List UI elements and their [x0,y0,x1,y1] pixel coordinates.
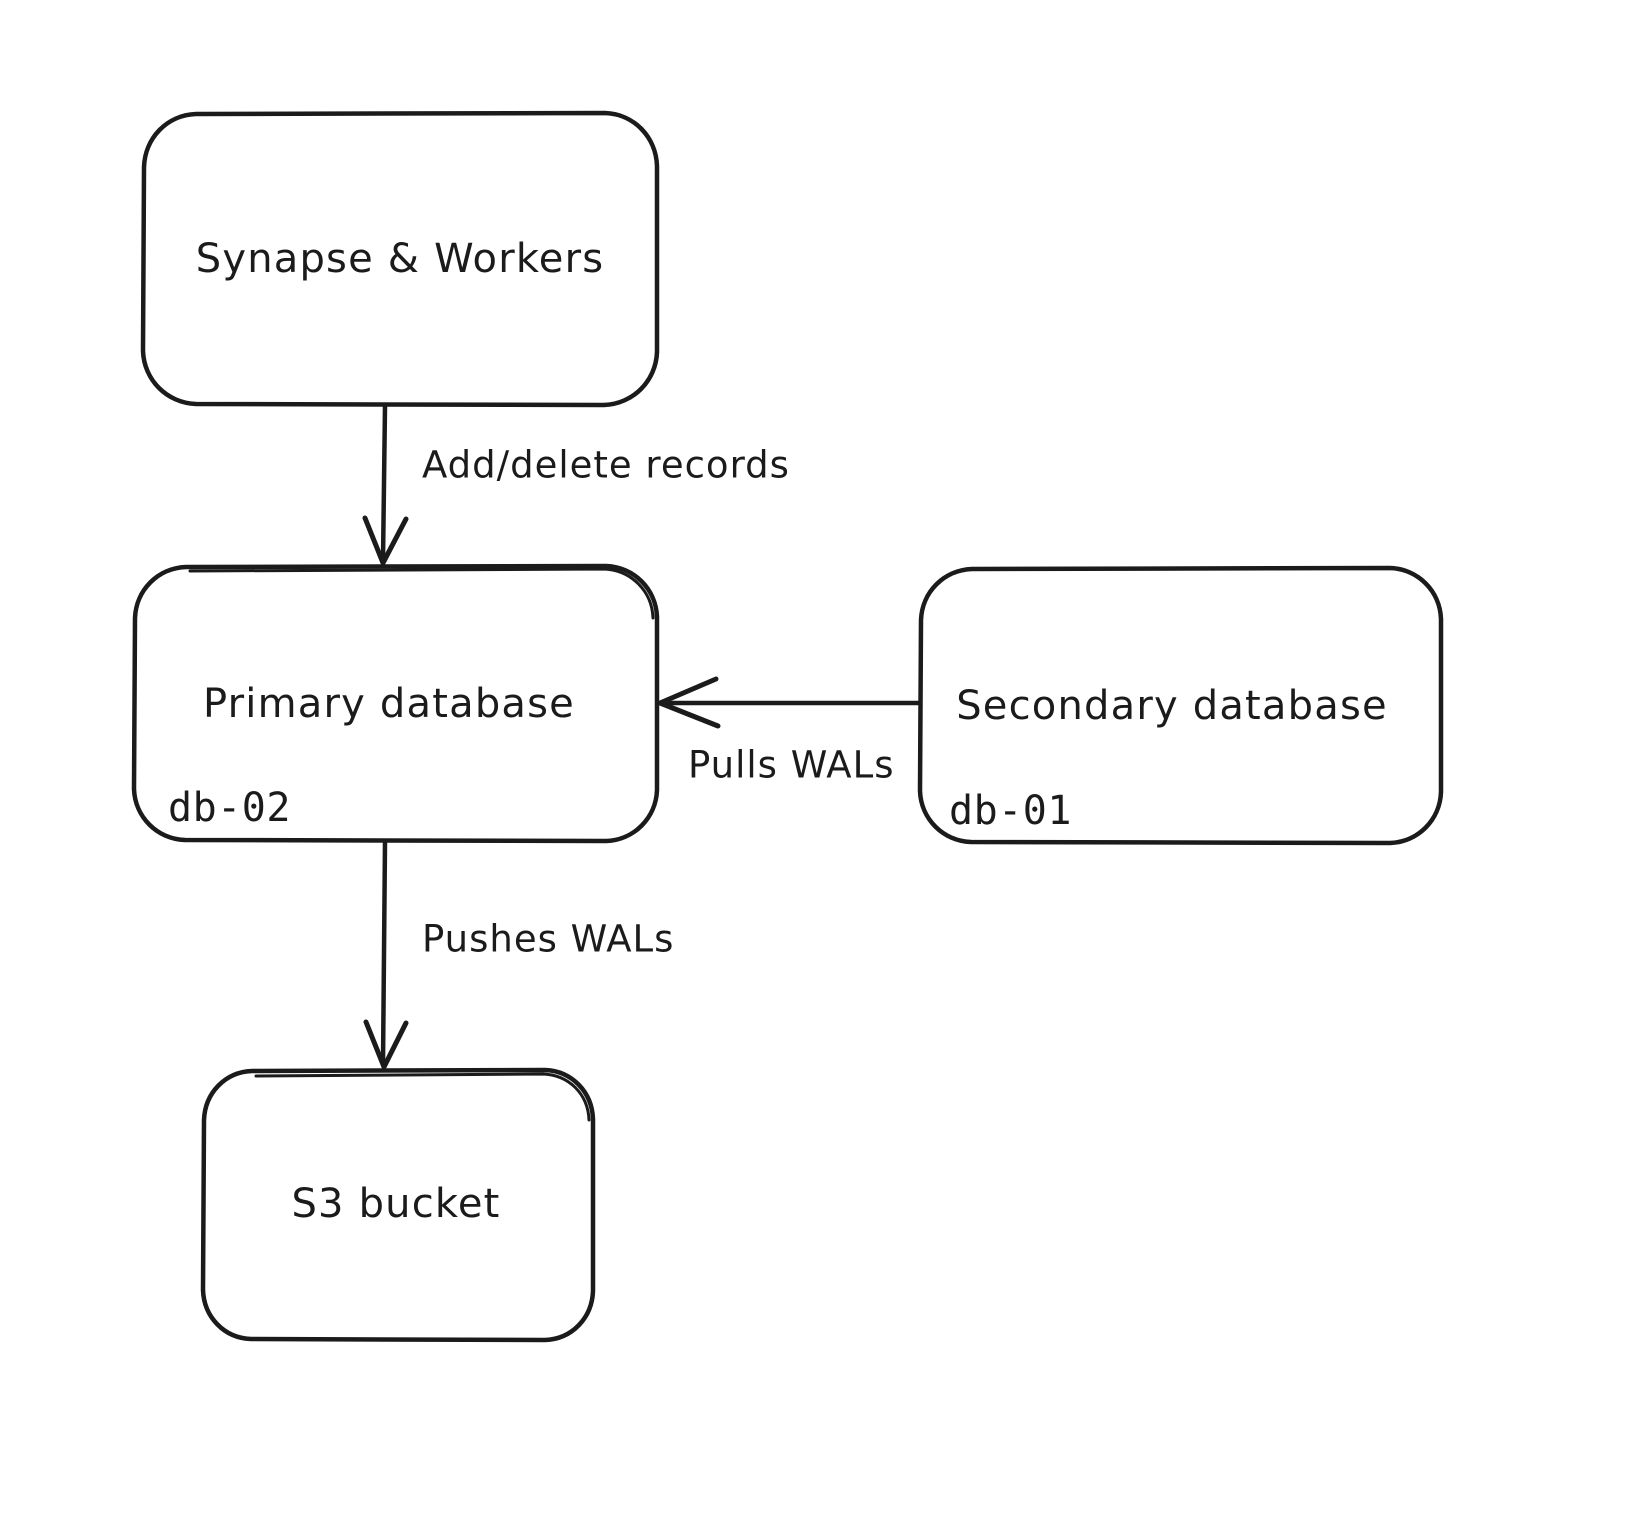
edge-pushes-wals-arrowhead [363,1019,409,1070]
edge-add-delete-records-arrowhead [362,515,409,566]
edge-add-delete-records [362,403,409,566]
edge-pulls-wals-arrowhead [657,676,721,729]
node-primary-database[interactable] [131,563,660,844]
node-secondary-database[interactable] [917,565,1444,846]
node-synapse-workers[interactable] [140,110,660,408]
node-primary-database-sketch-stroke [188,567,655,620]
edge-pulls-wals [657,676,921,729]
edge-pushes-wals [363,839,409,1070]
node-synapse-workers-shape [140,110,660,408]
node-s3-bucket[interactable] [200,1067,596,1343]
node-secondary-database-shape [917,565,1444,846]
node-s3-bucket-sketch-stroke [254,1072,591,1122]
node-primary-database-shape [131,563,660,844]
edge-add-delete-records-line [380,403,388,563]
edge-pushes-wals-line [380,839,388,1067]
node-s3-bucket-shape [200,1067,596,1343]
